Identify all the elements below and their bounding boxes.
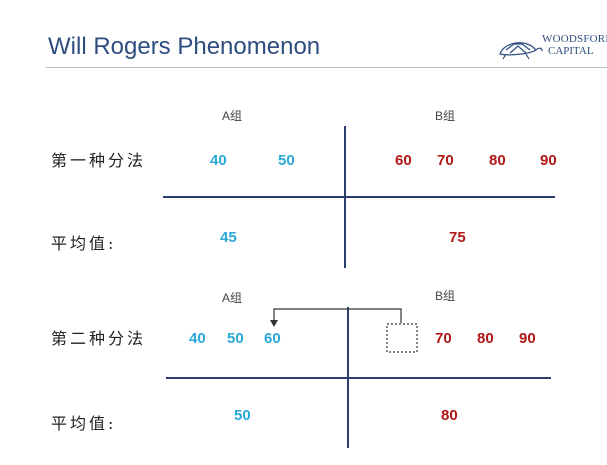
method2-a-average: 50 [234, 407, 251, 424]
logo-subtitle: CAPITAL [548, 45, 594, 57]
method2-row-label: 第二种分法 [51, 329, 147, 348]
method2-average-label: 平均值: [51, 414, 117, 433]
method1-b-average: 75 [449, 229, 466, 246]
method1-group-b-label: B组 [435, 109, 456, 123]
move-arrow [273, 308, 402, 323]
method2-a-value: 40 [189, 330, 206, 347]
method2-b-average: 80 [441, 407, 458, 424]
page-title: Will Rogers Phenomenon [48, 33, 321, 60]
method1-b-value: 60 [395, 152, 412, 169]
logo-wordmark: WOODSFORD [542, 33, 607, 45]
method2-b-value: 90 [519, 330, 536, 347]
vacated-slot [386, 323, 418, 353]
turtle-logo-icon [499, 42, 543, 60]
method1-group-a-label: A组 [222, 109, 243, 123]
method1-b-value: 70 [437, 152, 454, 169]
method2-group-a-label: A组 [222, 291, 243, 305]
method1-b-value: 80 [489, 152, 506, 169]
method2-b-value: 70 [435, 330, 452, 347]
method1-a-value: 50 [278, 152, 295, 169]
method1-b-value: 90 [540, 152, 557, 169]
method2-a-value: 50 [227, 330, 244, 347]
method1-row-label: 第一种分法 [51, 151, 147, 170]
header-divider [46, 67, 607, 68]
method2-a-value: 60 [264, 330, 281, 347]
method1-a-value: 40 [210, 152, 227, 169]
method1-a-average: 45 [220, 229, 237, 246]
method1-average-label: 平均值: [51, 234, 117, 253]
method2-b-value: 80 [477, 330, 494, 347]
move-arrow-head [270, 320, 278, 327]
method2-group-b-label: B组 [435, 289, 456, 303]
